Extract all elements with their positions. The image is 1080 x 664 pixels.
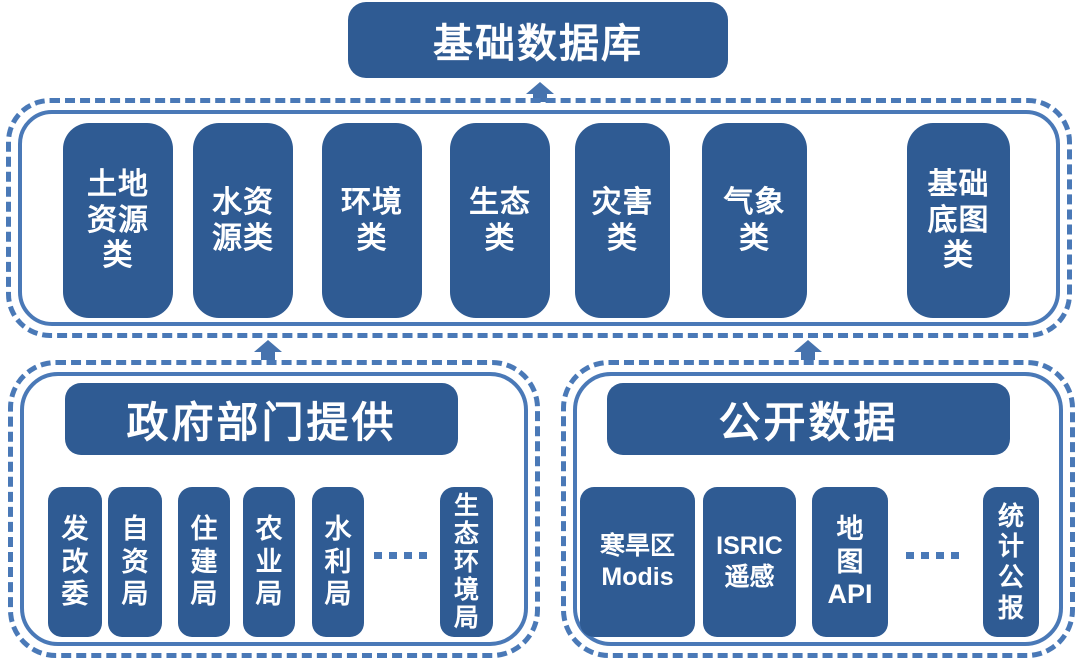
gov-item-water-conservancy: 水 利 局: [312, 487, 364, 637]
open-data-header: 公开数据: [607, 383, 1010, 455]
open-item-map-api: 地 图 API: [812, 487, 888, 637]
category-box-environment: 环境 类: [322, 123, 422, 318]
open-item-label: 寒旱区 Modis: [599, 531, 675, 591]
arrow-head: [526, 82, 554, 94]
category-label: 基础 底图 类: [927, 168, 990, 273]
gov-item-label: 生 态 环 境 局: [453, 492, 479, 632]
category-label: 水资 源类: [212, 186, 274, 255]
open-item-label: 地 图 API: [827, 514, 873, 610]
category-label: 生态 类: [469, 186, 531, 255]
open-item-label: 统 计 公 报: [997, 500, 1024, 623]
gov-item-housing-construction: 住 建 局: [178, 487, 230, 637]
category-box-ecology: 生态 类: [450, 123, 550, 318]
up-arrow-icon: [254, 340, 282, 360]
category-label: 气象 类: [723, 186, 786, 255]
ellipsis-dots-icon: [906, 552, 964, 559]
category-label: 土地 资源 类: [87, 168, 149, 273]
ellipsis-dots-icon: [374, 552, 429, 559]
gov-sources-title: 政府部门提供: [126, 398, 397, 446]
open-data-inner-border: [573, 372, 1063, 646]
gov-item-label: 农 业 局: [255, 513, 283, 610]
open-item-isric: ISRIC 遥感: [703, 487, 796, 637]
gov-item-label: 发 改 委: [61, 513, 89, 610]
base-database-label: 基础数据库: [433, 22, 643, 66]
gov-item-ecological-environment: 生 态 环 境 局: [440, 487, 493, 637]
category-box-land-resources: 土地 资源 类: [63, 123, 173, 318]
category-label: 灾害 类: [591, 186, 654, 255]
gov-item-label: 住 建 局: [190, 513, 218, 610]
arrow-stem: [801, 352, 815, 360]
category-label: 环境 类: [341, 186, 403, 255]
up-arrow-icon: [794, 340, 822, 360]
open-item-modis: 寒旱区 Modis: [580, 487, 695, 637]
open-item-label: ISRIC 遥感: [716, 531, 783, 591]
open-data-container: [561, 360, 1075, 658]
categories-container: [6, 98, 1072, 338]
gov-sources-header: 政府部门提供: [65, 383, 458, 455]
open-item-statistical-bulletin: 统 计 公 报: [983, 487, 1039, 637]
category-box-water-resources: 水资 源类: [193, 123, 293, 318]
gov-item-agriculture: 农 业 局: [243, 487, 295, 637]
categories-container-inner-border: [18, 110, 1060, 326]
category-box-meteorology: 气象 类: [702, 123, 807, 318]
base-database-box: 基础数据库: [348, 2, 728, 78]
gov-sources-container: [8, 360, 540, 658]
gov-item-label: 水 利 局: [324, 513, 352, 610]
gov-item-development-reform: 发 改 委: [48, 487, 102, 637]
gov-item-natural-resources: 自 资 局: [108, 487, 162, 637]
arrow-head: [254, 340, 282, 352]
gov-item-label: 自 资 局: [121, 513, 149, 610]
category-box-base-map: 基础 底图 类: [907, 123, 1010, 318]
category-box-disaster: 灾害 类: [575, 123, 670, 318]
arrow-stem: [261, 352, 275, 360]
arrow-head: [794, 340, 822, 352]
gov-sources-inner-border: [20, 372, 528, 646]
open-data-title: 公开数据: [718, 398, 899, 446]
